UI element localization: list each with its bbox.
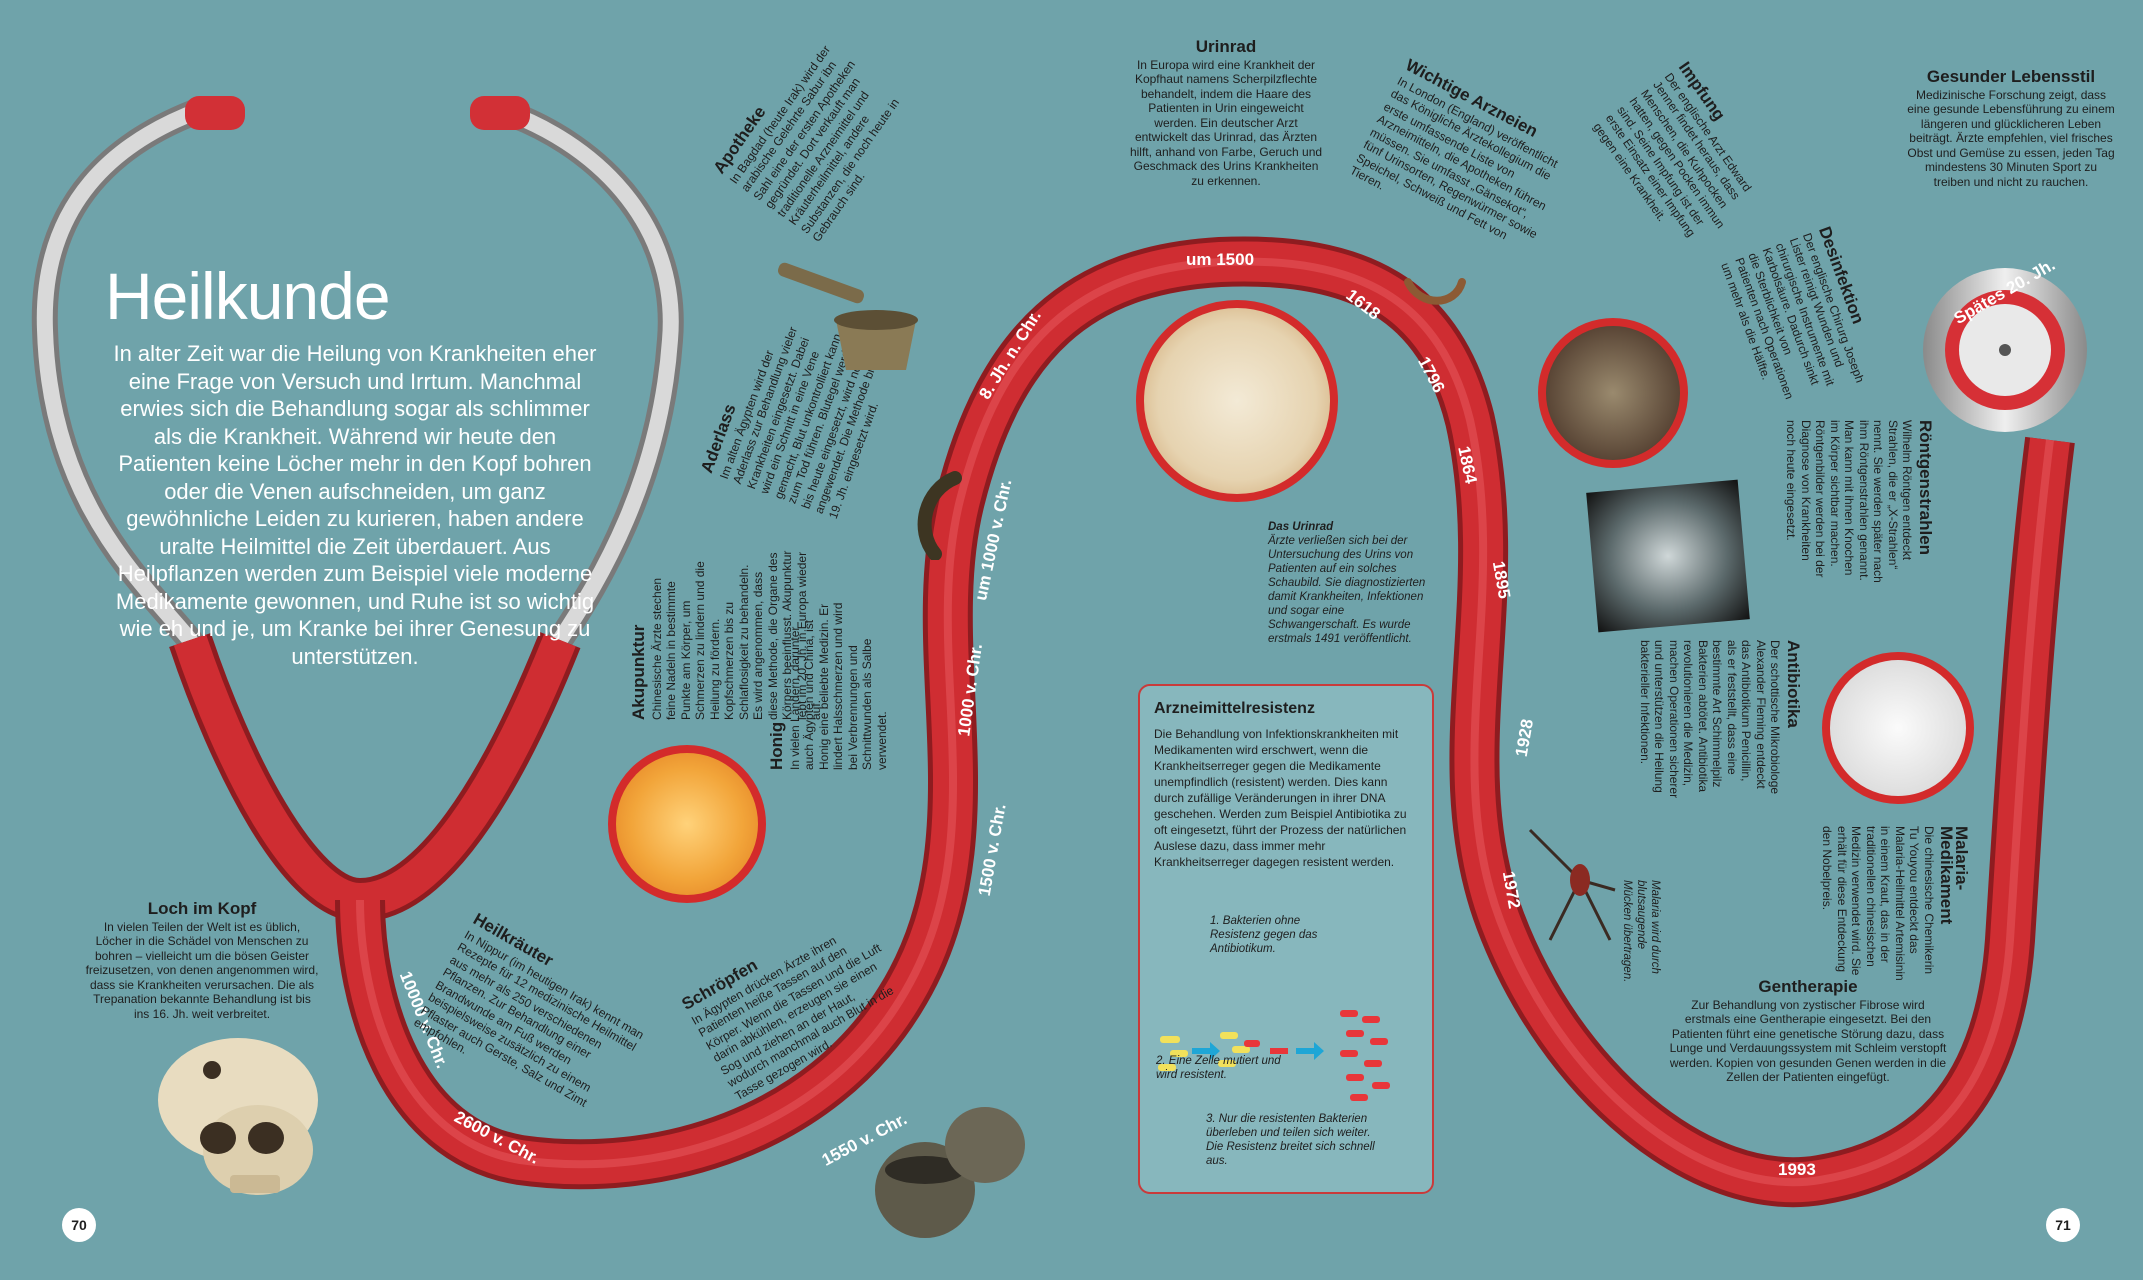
cupping-cups-image xyxy=(875,1107,1025,1238)
date-1993: 1993 xyxy=(1778,1160,1816,1179)
entry-akupunktur: Akupunktur Chinesische Ärzte stechen fei… xyxy=(629,550,824,720)
entry-text: Die chinesische Chemikerin Tu Youyou ent… xyxy=(1820,826,1937,981)
entry-title: Gesunder Lebensstil xyxy=(1926,67,2096,86)
entry-text: In vielen Teilen der Welt ist es üblich,… xyxy=(85,919,319,1021)
pills-image xyxy=(1822,652,1974,804)
entry-title: Urinrad xyxy=(1195,37,1257,56)
malaria-caption: Malaria wird durch blutsaugende Mücken ü… xyxy=(1621,880,1661,983)
urinrad-caption: Das Urinrad Ärzte verließen sich bei der… xyxy=(1268,520,1436,646)
entry-gentherapie: Gentherapie Zur Behandlung von zystische… xyxy=(1668,977,1948,1085)
entry-malaria: Malaria-Medikament Die chinesische Chemi… xyxy=(1820,826,1972,986)
page-number-right: 71 xyxy=(2046,1208,2080,1242)
entry-title: Gentherapie xyxy=(1758,977,1858,996)
entry-title: Antibiotika xyxy=(1784,640,1803,728)
entry-title: Loch im Kopf xyxy=(147,899,257,918)
resistance-title: Arzneimittelresistenz xyxy=(1154,700,1315,717)
urine-wheel-image xyxy=(1136,300,1338,502)
mosquito-image xyxy=(1528,828,1616,941)
entry-text: Wilhelm Röntgen entdeckt Strahlen, die e… xyxy=(1784,420,1915,583)
leech-image xyxy=(917,471,962,560)
resistance-step1: 1. Bakterien ohne Resistenz gegen das An… xyxy=(1210,915,1318,955)
right-earpiece xyxy=(470,96,530,130)
left-earpiece xyxy=(185,96,245,130)
entry-text: In Europa wird eine Krankheit der Kopfha… xyxy=(1129,57,1323,188)
resistance-text: Die Behandlung von Infektionskrankheiten… xyxy=(1154,727,1407,869)
entry-title: Akupunktur xyxy=(629,624,648,720)
entry-lebensstil: Gesunder Lebensstil Medizinische Forschu… xyxy=(1906,67,2116,189)
entry-urinrad: Urinrad In Europa wird eine Krankheit de… xyxy=(1128,37,1324,188)
resistance-diagram xyxy=(1158,1010,1390,1101)
entry-text: Der schottische Mikrobiologe Alexander F… xyxy=(1638,640,1783,799)
resistance-step3: 3. Nur die resistenten Bakterien überleb… xyxy=(1206,1113,1375,1167)
page-title: Heilkunde xyxy=(105,259,391,333)
resistance-step2: 2. Eine Zelle mutiert und wird resistent… xyxy=(1156,1055,1281,1081)
honeycomb-image xyxy=(608,745,766,903)
entry-text: Chinesische Ärzte stechen feine Nadeln i… xyxy=(649,550,824,720)
skull-image xyxy=(158,1038,318,1195)
entry-text: Medizinische Forschung zeigt, dass eine … xyxy=(1907,87,2115,189)
entry-title: Röntgenstrahlen xyxy=(1916,420,1935,556)
xray-image xyxy=(1586,479,1750,633)
caption-text: Ärzte verließen sich bei der Untersuchun… xyxy=(1268,535,1426,645)
intro-text: In alter Zeit war die Heilung von Krankh… xyxy=(113,341,597,669)
mortar-pestle-image xyxy=(778,262,918,370)
earthworm-image xyxy=(1404,278,1466,305)
entry-roentgen: Röntgenstrahlen Wilhelm Röntgen entdeckt… xyxy=(1784,420,1936,590)
entry-text: Zur Behandlung von zystischer Fibrose wi… xyxy=(1669,997,1947,1085)
entry-title: Malaria-Medikament xyxy=(1937,826,1972,925)
entry-antibiotika: Antibiotika Der schottische Mikrobiologe… xyxy=(1638,640,1803,800)
entry-loch-im-kopf: Loch im Kopf In vielen Teilen der Welt i… xyxy=(84,899,320,1021)
page-number-left: 70 xyxy=(62,1208,96,1242)
caption-title: Das Urinrad xyxy=(1268,521,1334,533)
date-um1500: um 1500 xyxy=(1186,250,1255,269)
resistance-box: Arzneimittelresistenz Die Behandlung von… xyxy=(1138,684,1434,1194)
surgery-image xyxy=(1538,318,1688,468)
